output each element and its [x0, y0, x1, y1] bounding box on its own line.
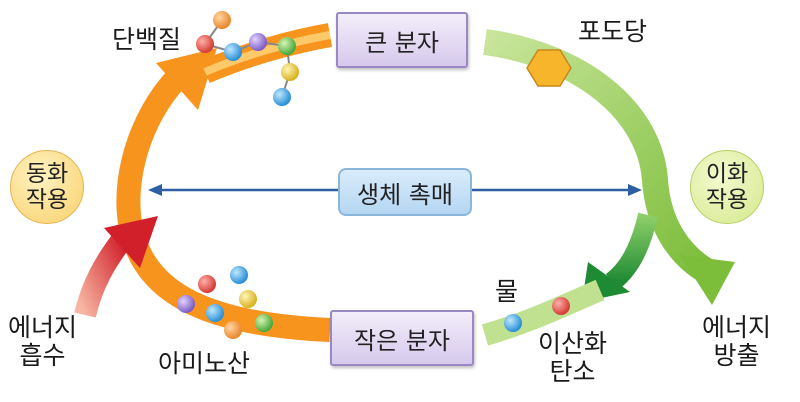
co2-line2: 탄소	[549, 357, 596, 386]
energy-release-arrowhead	[680, 255, 735, 305]
protein-label: 단백질	[112, 25, 182, 54]
catabolism-arc	[483, 29, 713, 282]
enzyme-box: 생체 촉매	[338, 168, 472, 216]
energy-absorb-arrow	[74, 233, 131, 318]
energy-release-label: 에너지 방출	[702, 314, 771, 370]
large-molecule-box: 큰 분자	[336, 12, 468, 68]
glucose-label: 포도당	[578, 17, 648, 46]
enzyme-label: 생체 촉매	[357, 180, 453, 209]
anabolism-arc	[116, 66, 331, 342]
small-molecule-label: 작은 분자	[354, 326, 450, 355]
large-molecule-label: 큰 분자	[365, 28, 439, 57]
co2-molecule-icon	[552, 297, 570, 315]
small-molecule-box: 작은 분자	[330, 310, 474, 366]
catabolism-branch	[605, 212, 658, 290]
hexagon-icon	[526, 49, 572, 87]
small-molecule-link	[481, 279, 605, 346]
amino-acid-label: 아미노산	[158, 349, 251, 378]
catabolism-line1: 이화	[705, 160, 749, 187]
energy-absorb-line2: 흡수	[19, 341, 66, 370]
anabolism-line2: 작용	[25, 187, 69, 213]
energy-absorb-label: 에너지 흡수	[8, 314, 77, 370]
catabolism-line2: 작용	[705, 187, 749, 213]
catabolism-circle: 이화 작용	[690, 150, 764, 224]
water-molecule-icon	[504, 314, 522, 332]
bead-chain-icon	[196, 11, 299, 106]
energy-absorb-arrowhead	[104, 216, 158, 268]
anabolism-line1: 동화	[25, 160, 69, 187]
scattered-beads-icon	[177, 266, 273, 339]
anabolism-arc-top-highlight	[203, 31, 331, 76]
enzyme-line-right-arrowhead	[628, 184, 642, 196]
energy-absorb-line1: 에너지	[8, 313, 78, 342]
energy-release-line2: 방출	[713, 341, 760, 370]
energy-release-line1: 에너지	[702, 313, 772, 342]
water-label: 물	[495, 277, 519, 306]
anabolism-circle: 동화 작용	[10, 150, 84, 224]
co2-line1: 이산화	[538, 329, 608, 358]
co2-label: 이산화 탄소	[538, 330, 607, 386]
enzyme-line-left-arrowhead	[148, 184, 162, 196]
